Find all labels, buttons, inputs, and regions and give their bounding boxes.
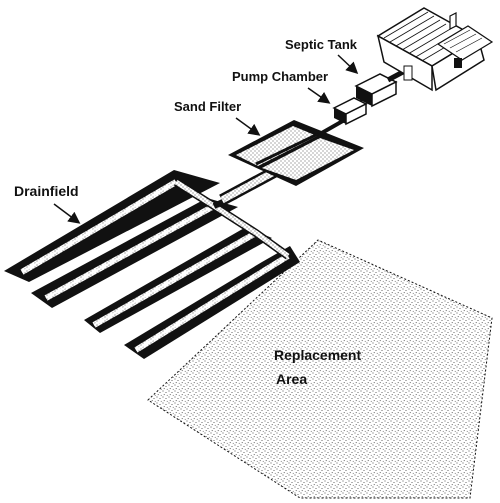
replacement-area	[147, 239, 493, 499]
drainfield	[4, 170, 300, 359]
sand-filter	[228, 120, 364, 186]
supply-pipe	[219, 166, 277, 206]
label-septic-tank: Septic Tank	[285, 37, 359, 75]
label-replacement-area: Replacement Area	[274, 347, 361, 387]
septic-tank-label: Septic Tank	[285, 37, 358, 52]
drainfield-trench	[4, 170, 220, 282]
drainfield-trench	[124, 246, 300, 359]
sand-filter-label: Sand Filter	[174, 99, 241, 114]
label-sand-filter: Sand Filter	[174, 99, 261, 136]
replacement-area-label-line1: Replacement	[274, 347, 361, 363]
replacement-area-label-line2: Area	[276, 371, 307, 387]
pump-chamber-label: Pump Chamber	[232, 69, 328, 84]
pump-chamber	[332, 97, 368, 126]
label-drainfield: Drainfield	[14, 183, 81, 224]
drainfield-trench	[31, 198, 238, 308]
drainfield-trench	[84, 227, 272, 333]
drainfield-label: Drainfield	[14, 183, 79, 199]
house-icon	[376, 7, 494, 92]
label-pump-chamber: Pump Chamber	[232, 69, 331, 104]
septic-tank	[354, 73, 398, 108]
